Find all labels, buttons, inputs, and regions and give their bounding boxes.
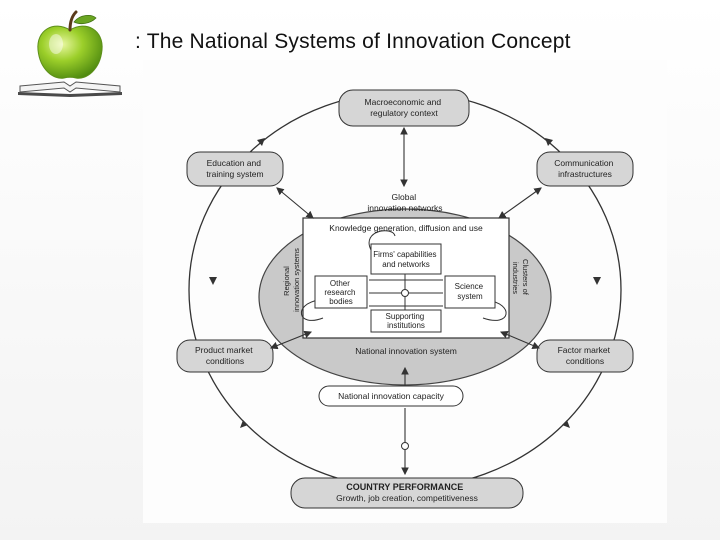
svg-text:Firms' capabilities and: Firms' capabilities and networks bbox=[373, 250, 439, 269]
performance-box bbox=[290, 477, 524, 509]
slide-title: : The National Systems of Innovation Con… bbox=[135, 30, 571, 53]
communication-label-2: infrastructures bbox=[558, 169, 612, 179]
capacity-box bbox=[318, 385, 464, 407]
svg-text:Other research bod: Other research bodies bbox=[324, 279, 357, 306]
svg-text:Regional innovation syst: Regional innovation systems bbox=[282, 248, 301, 312]
communication-box bbox=[536, 151, 634, 187]
apple-icon bbox=[37, 10, 103, 79]
science-label-1: Science bbox=[455, 282, 484, 291]
product-market-box bbox=[176, 339, 274, 373]
other-research-label-2: research bbox=[324, 288, 355, 297]
macro-label-1: Macroeconomic and bbox=[365, 97, 442, 107]
firms-label-1: Firms' capabilities bbox=[373, 250, 436, 259]
svg-text:Macroeconomic and regula: Macroeconomic and regulatory context bbox=[365, 97, 444, 118]
macro-label-2: regulatory context bbox=[370, 108, 438, 118]
book-icon bbox=[18, 81, 122, 97]
other-research-box bbox=[314, 275, 368, 309]
global-label-2: innovation networks bbox=[367, 203, 442, 213]
svg-text:Education and training s: Education and training system bbox=[206, 158, 263, 179]
svg-text:COUNTRY PERFORMANCE Grow: COUNTRY PERFORMANCE Growth, job creation… bbox=[336, 477, 478, 503]
performance-label-2: Growth, job creation, competitiveness bbox=[336, 493, 478, 503]
education-box bbox=[186, 151, 284, 187]
apple-book-logo bbox=[18, 10, 122, 97]
national-system-label: National innovation system bbox=[355, 346, 457, 356]
science-box bbox=[444, 275, 496, 309]
supporting-label-1: Supporting bbox=[386, 312, 425, 321]
supporting-box bbox=[370, 309, 442, 333]
macro-box bbox=[338, 89, 470, 127]
factor-market-label-2: conditions bbox=[566, 356, 604, 366]
science-label-2: system bbox=[457, 292, 483, 301]
education-label-1: Education and bbox=[207, 158, 262, 168]
clusters-label-1: Clusters of bbox=[521, 259, 530, 296]
svg-text:Clusters of industries: Clusters of industries bbox=[511, 259, 530, 297]
capacity-label: National innovation capacity bbox=[338, 391, 445, 401]
svg-text:Global innovation networ: Global innovation networks bbox=[367, 192, 442, 213]
firms-label-2: and networks bbox=[382, 260, 430, 269]
knowledge-label: Knowledge generation, diffusion and use bbox=[329, 223, 483, 233]
svg-text:Product market condition: Product market conditions bbox=[195, 345, 255, 366]
other-research-label-1: Other bbox=[330, 279, 350, 288]
outer-cycle-arrowheads bbox=[209, 138, 601, 428]
center-node bbox=[401, 289, 409, 297]
performance-label-1: COUNTRY PERFORMANCE bbox=[346, 482, 463, 492]
communication-label-1: Communication bbox=[554, 158, 613, 168]
nsi-diagram-svg: Macroeconomic and regulatory context Edu… bbox=[176, 89, 634, 509]
education-label-2: training system bbox=[206, 169, 263, 179]
other-research-label-3: bodies bbox=[329, 297, 353, 306]
connector-arrows bbox=[269, 126, 542, 476]
svg-text:Communication infrastruc: Communication infrastructures bbox=[554, 158, 615, 179]
performance-node bbox=[401, 442, 409, 450]
global-label-1: Global bbox=[392, 192, 417, 202]
product-market-label-2: conditions bbox=[206, 356, 244, 366]
svg-text:Science system: Science system bbox=[455, 282, 486, 301]
regional-label-1: Regional bbox=[282, 266, 291, 296]
supporting-label-2: institutions bbox=[387, 321, 425, 330]
product-market-label-1: Product market bbox=[195, 345, 253, 355]
nsi-diagram: Macroeconomic and regulatory context Edu… bbox=[143, 60, 667, 523]
regional-label-2: innovation systems bbox=[292, 248, 301, 312]
firms-box bbox=[370, 243, 442, 275]
svg-text:Factor market conditions: Factor market conditions bbox=[558, 345, 613, 366]
clusters-label-2: industries bbox=[511, 262, 520, 294]
svg-text:Supporting institutions: Supporting institutions bbox=[386, 312, 427, 330]
factor-market-label-1: Factor market bbox=[558, 345, 611, 355]
factor-market-box bbox=[536, 339, 634, 373]
